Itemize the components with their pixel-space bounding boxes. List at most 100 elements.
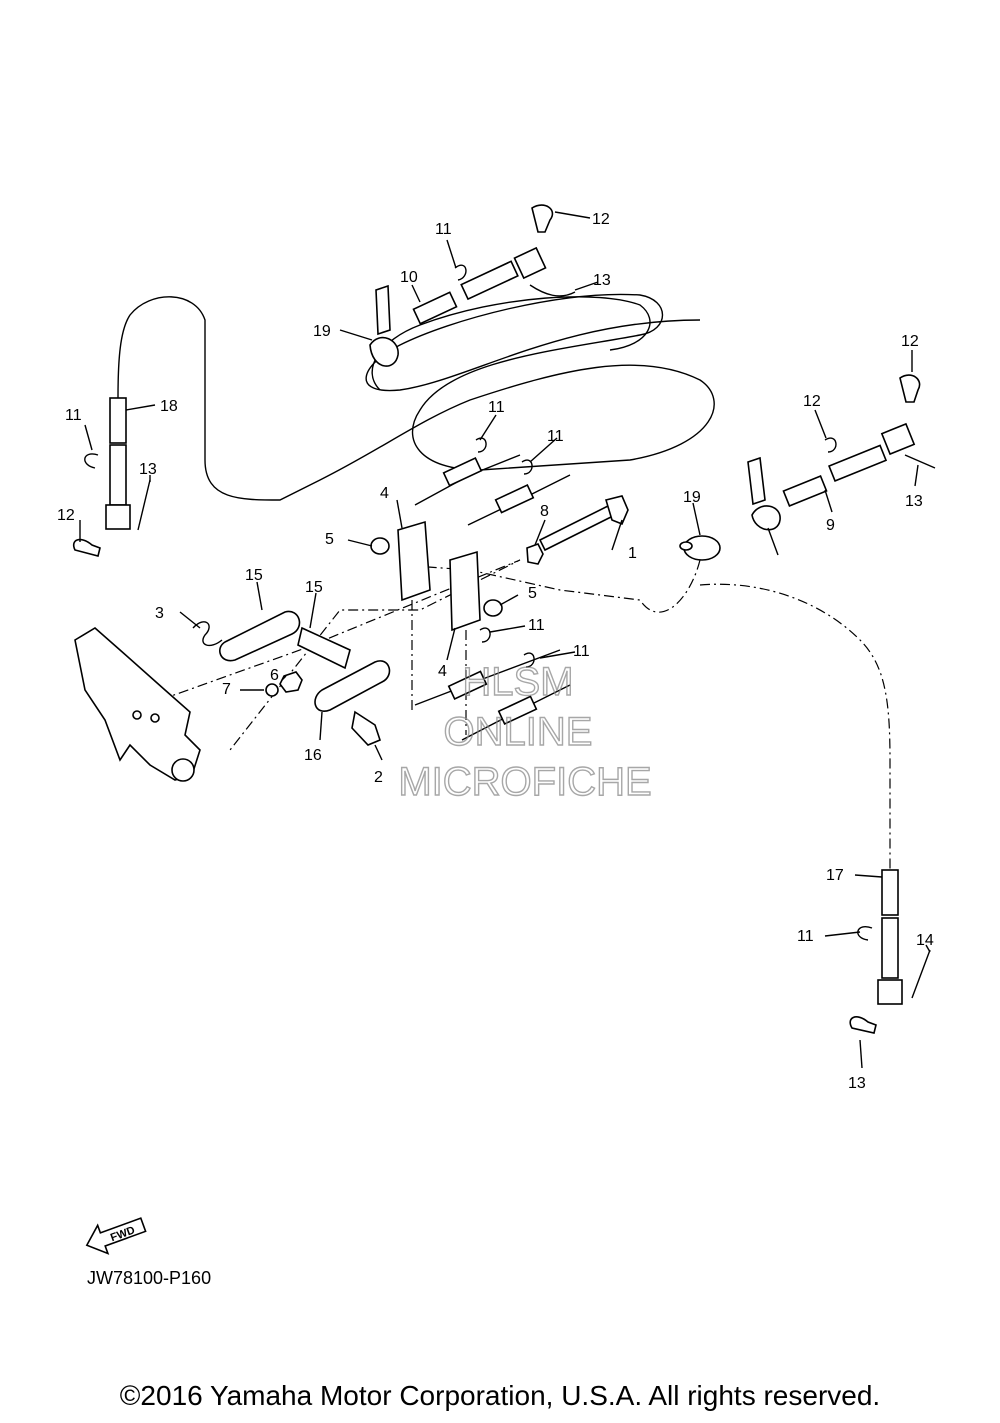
link-plate-upper <box>219 610 301 662</box>
callout: 15 <box>245 567 263 584</box>
callout: 6 <box>270 667 279 684</box>
nut-8 <box>526 543 544 565</box>
callout: 3 <box>155 605 164 622</box>
callout: 12 <box>803 393 821 410</box>
cotter-13-left <box>137 479 151 531</box>
callout: 5 <box>325 531 334 548</box>
fwd-arrow: FWD <box>85 1217 147 1255</box>
callout: 16 <box>304 747 322 764</box>
callout: 11 <box>797 928 814 945</box>
pin-12-top <box>531 204 554 233</box>
pin-12-bottom <box>849 1016 877 1034</box>
clip-11-mid-3 <box>479 627 491 643</box>
lever-lower <box>449 550 481 632</box>
mount-boss <box>171 758 195 782</box>
spring-joint-3 <box>447 670 488 701</box>
callout: 19 <box>313 323 331 340</box>
cotter-13-right <box>904 454 936 469</box>
svg-text:HLSM: HLSM <box>462 660 573 704</box>
clip <box>192 621 223 647</box>
mount-hole-1 <box>132 710 142 720</box>
main-cable <box>117 293 715 501</box>
callout: 7 <box>222 681 231 698</box>
cable-10-sleeve <box>412 291 458 325</box>
cable-17-clevis <box>105 504 131 530</box>
cable-17-spring <box>109 444 127 506</box>
callout: 10 <box>400 269 418 286</box>
callout: 15 <box>305 579 323 596</box>
watermark: HLSM ONLINE MICROFICHE <box>398 659 653 804</box>
grommet-18-hole <box>679 541 693 551</box>
cable-9-sleeve <box>782 475 828 507</box>
spring-joint-4 <box>497 695 538 726</box>
clip-11-mid-4 <box>523 652 535 668</box>
lever-upper <box>397 520 431 602</box>
holder-19-upper-bracket <box>375 284 391 336</box>
callout: 18 <box>160 398 178 415</box>
cable-10-clevis <box>513 246 547 280</box>
clip-11-top <box>454 264 467 281</box>
leader-lines <box>79 211 931 1069</box>
collar-5-upper <box>370 537 390 555</box>
callout: 13 <box>848 1075 866 1092</box>
link-plate-lower <box>314 660 391 712</box>
collar <box>297 626 351 670</box>
callout: 11 <box>488 399 505 416</box>
callout: 11 <box>65 407 82 424</box>
callout: 14 <box>916 932 934 949</box>
clip-11-bottom <box>857 926 873 941</box>
cable-10-spring <box>460 260 519 301</box>
cable-16-spring <box>881 917 899 979</box>
callout: 11 <box>528 617 545 634</box>
pin-12-right <box>899 374 921 403</box>
callout: 12 <box>57 507 75 524</box>
callout: 13 <box>905 493 923 510</box>
cable-16-clevis <box>877 979 903 1005</box>
clip-11-mid-2 <box>521 459 533 475</box>
callout: 12 <box>592 211 610 228</box>
callout: 8 <box>540 503 549 520</box>
holder-19-right-bracket <box>747 456 766 506</box>
cable-16-sleeve <box>881 869 899 916</box>
callout: 11 <box>547 428 564 445</box>
collar-5-lower <box>483 599 503 617</box>
callout: 1 <box>628 545 637 562</box>
fwd-arrow-icon <box>85 1217 147 1255</box>
cotter-13-top <box>529 284 576 297</box>
callout: 5 <box>528 585 537 602</box>
callout: 17 <box>826 867 844 884</box>
callout: 12 <box>901 333 919 350</box>
callout: 4 <box>380 485 389 502</box>
copyright: ©2016 Yamaha Motor Corporation, U.S.A. A… <box>119 1380 881 1411</box>
mount-plate <box>74 627 201 781</box>
fwd-label: FWD <box>109 1224 137 1244</box>
callout-labels: 1 2 3 4 4 5 5 6 7 8 9 10 11 11 11 11 11 … <box>57 211 934 1092</box>
cable-17-sleeve <box>109 397 127 444</box>
callout: 13 <box>593 272 611 289</box>
spring-joint-1 <box>442 456 483 487</box>
callout: 4 <box>438 663 447 680</box>
callout: 11 <box>435 221 452 238</box>
linkage-line-right <box>399 559 701 613</box>
pin-12-left <box>73 538 101 557</box>
bolt <box>538 503 617 552</box>
diagram-code: JW78100-P160 <box>87 1268 212 1288</box>
cable-9-spring <box>828 444 888 482</box>
cotter-13-bottom <box>911 949 931 999</box>
clip-11-right <box>824 437 837 453</box>
pin <box>351 710 381 746</box>
callout: 19 <box>683 489 701 506</box>
callout: 13 <box>139 461 157 478</box>
washer <box>265 683 279 697</box>
linkage-line-long <box>699 583 891 870</box>
bolt-head <box>604 495 629 526</box>
mount-hole-2 <box>150 713 160 723</box>
callout: 2 <box>374 769 383 786</box>
holder-19-right <box>751 505 781 531</box>
clip-11-left <box>84 453 99 469</box>
nut <box>279 671 303 693</box>
svg-text:ONLINE: ONLINE <box>444 710 593 754</box>
svg-text:MICROFICHE: MICROFICHE <box>398 760 651 804</box>
spring-joint-2 <box>494 483 535 514</box>
